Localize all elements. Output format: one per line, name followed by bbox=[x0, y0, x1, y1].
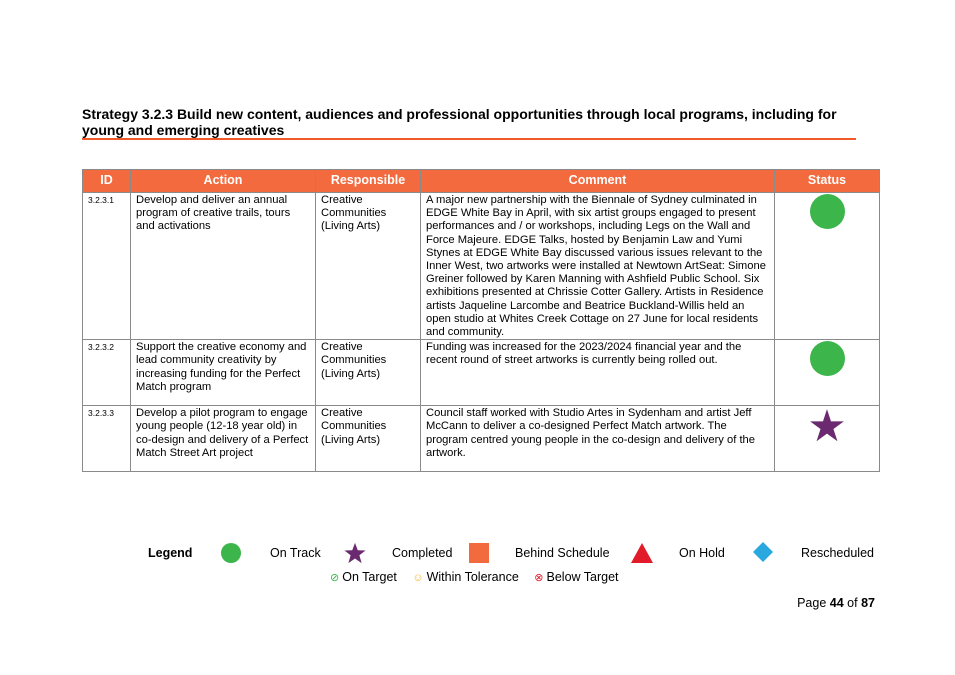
on-track-status-icon bbox=[809, 341, 845, 377]
below-target-label: Below Target bbox=[546, 570, 619, 584]
page-total: 87 bbox=[861, 596, 875, 610]
legend-title: Legend bbox=[148, 546, 193, 560]
row-responsible: Creative Communities (Living Arts) bbox=[315, 405, 421, 473]
row-responsible: Creative Communities (Living Arts) bbox=[315, 191, 421, 341]
header-comment: Comment bbox=[420, 169, 775, 193]
header-action: Action bbox=[130, 169, 316, 193]
neutral-circle-icon: ☺ bbox=[412, 572, 424, 584]
row-id: 3.2.3.1 bbox=[82, 191, 131, 341]
page-prefix: Page bbox=[797, 596, 827, 610]
row-id: 3.2.3.3 bbox=[82, 405, 131, 473]
x-circle-icon: ⊗ bbox=[534, 572, 544, 584]
table-header-row: ID Action Responsible Comment Status bbox=[82, 169, 880, 193]
page-number: Page 44 of 87 bbox=[797, 596, 875, 610]
on-track-status-icon bbox=[809, 194, 845, 229]
below-target-item: ⊗Below Target bbox=[534, 570, 618, 584]
legend-label-completed: Completed bbox=[392, 546, 453, 560]
row-responsible: Creative Communities (Living Arts) bbox=[315, 339, 421, 407]
blue-diamond-icon bbox=[753, 542, 773, 562]
strategy-heading: Strategy 3.2.3 Build new content, audien… bbox=[82, 106, 837, 138]
actions-table: ID Action Responsible Comment Status 3.2… bbox=[82, 169, 880, 473]
table-row: 3.2.3.2 Support the creative economy and… bbox=[82, 339, 880, 407]
legend-label-on-hold: On Hold bbox=[679, 546, 725, 560]
heading-underline bbox=[82, 138, 856, 140]
header-responsible: Responsible bbox=[315, 169, 421, 193]
legend-label-on-track: On Track bbox=[270, 546, 321, 560]
row-status bbox=[774, 339, 880, 407]
on-target-label: On Target bbox=[342, 570, 397, 584]
row-comment: Funding was increased for the 2023/2024 … bbox=[420, 339, 775, 407]
legend-label-behind-schedule: Behind Schedule bbox=[515, 546, 610, 560]
row-id: 3.2.3.2 bbox=[82, 339, 131, 407]
red-triangle-icon bbox=[631, 543, 653, 563]
check-circle-icon: ⊘ bbox=[330, 572, 340, 584]
header-id: ID bbox=[82, 169, 131, 193]
green-circle-icon bbox=[221, 543, 241, 563]
legend-label-rescheduled: Rescheduled bbox=[801, 546, 874, 560]
row-status: ★ bbox=[774, 405, 880, 473]
orange-square-icon bbox=[469, 543, 489, 563]
row-comment: Council staff worked with Studio Artes i… bbox=[420, 405, 775, 473]
on-target-item: ⊘On Target bbox=[330, 570, 397, 584]
purple-star-icon bbox=[344, 542, 366, 564]
page-current: 44 bbox=[829, 596, 844, 610]
row-status bbox=[774, 191, 880, 341]
row-action: Support the creative economy and lead co… bbox=[130, 339, 316, 407]
row-comment: A major new partnership with the Biennal… bbox=[420, 191, 775, 341]
legend: Legend On Track Completed Behind Schedul… bbox=[148, 540, 878, 566]
within-tolerance-item: ☺Within Tolerance bbox=[412, 570, 518, 584]
table-row: 3.2.3.3 Develop a pilot program to engag… bbox=[82, 405, 880, 473]
completed-status-icon: ★ bbox=[807, 402, 847, 452]
within-tolerance-label: Within Tolerance bbox=[426, 570, 519, 584]
page-of: of bbox=[847, 596, 858, 610]
table-row: 3.2.3.1 Develop and deliver an annual pr… bbox=[82, 191, 880, 341]
row-action: Develop a pilot program to engage young … bbox=[130, 405, 316, 473]
tolerance-legend: ⊘On Target ☺Within Tolerance ⊗Below Targ… bbox=[330, 570, 631, 584]
header-status: Status bbox=[774, 169, 880, 193]
row-action: Develop and deliver an annual program of… bbox=[130, 191, 316, 341]
